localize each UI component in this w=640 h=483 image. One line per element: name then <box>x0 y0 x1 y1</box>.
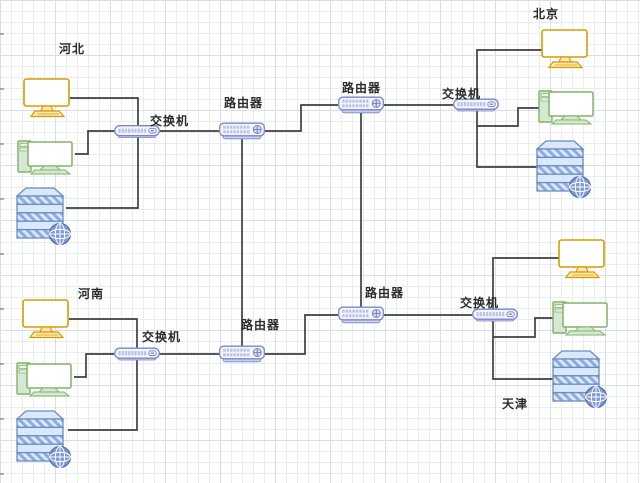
desktop-icon-tianjin <box>552 301 608 336</box>
connector-router-nw-ne <box>265 104 338 132</box>
connectors <box>66 49 559 431</box>
server-icon-henan <box>16 410 72 468</box>
label-router-se: 路由器 <box>365 286 405 300</box>
connector-tianjin-desktop <box>493 317 554 338</box>
monitor-icon-hebei <box>23 78 70 118</box>
label-switch-tianjin: 交换机 <box>460 296 500 310</box>
monitor-icon-tianjin <box>558 239 605 279</box>
desktop-icon-henan <box>16 362 72 397</box>
router-icon-nw <box>219 122 265 140</box>
edge-tick <box>0 143 4 145</box>
edge-tick <box>0 198 4 200</box>
edge-tick <box>0 253 4 255</box>
router-icon-ne <box>338 96 384 114</box>
desktop-icon-hebei <box>17 140 73 175</box>
monitor-icon-henan <box>22 299 69 339</box>
label-router-sw: 路由器 <box>241 318 281 332</box>
label-switch-henan: 交换机 <box>142 330 182 344</box>
connector-hebei-desktop <box>75 130 115 155</box>
router-icon-se <box>338 306 384 324</box>
server-icon-beijing <box>536 140 592 198</box>
connector-hebei-monitor-server <box>66 97 139 209</box>
edge-tick <box>0 473 4 475</box>
label-switch-hebei: 交换机 <box>150 114 190 128</box>
label-router-ne: 路由器 <box>342 81 382 95</box>
switch-icon-henan <box>114 347 160 361</box>
label-switch-beijing: 交换机 <box>442 87 482 101</box>
edge-tick <box>0 308 4 310</box>
label-region-tianjin: 天津 <box>502 397 529 411</box>
server-icon-hebei <box>16 187 72 245</box>
connector-henan-monitor-server <box>68 318 138 431</box>
edge-tick <box>0 88 4 90</box>
switch-icon-tianjin <box>472 308 518 322</box>
edge-tick <box>0 33 4 35</box>
label-region-henan: 河南 <box>78 287 105 301</box>
edge-tick <box>0 363 4 365</box>
desktop-icon-beijing <box>538 90 594 125</box>
connector-router-sw-se <box>265 314 338 355</box>
connector-beijing-desktop <box>477 107 540 127</box>
monitor-icon-beijing <box>541 29 588 69</box>
router-icon-sw <box>219 345 265 363</box>
label-region-hebei: 河北 <box>59 42 86 56</box>
edge-tick <box>0 418 4 420</box>
connector-henan-desktop <box>74 353 114 378</box>
label-router-nw: 路由器 <box>224 96 264 110</box>
server-icon-tianjin <box>552 350 608 408</box>
label-region-beijing: 北京 <box>533 7 560 21</box>
